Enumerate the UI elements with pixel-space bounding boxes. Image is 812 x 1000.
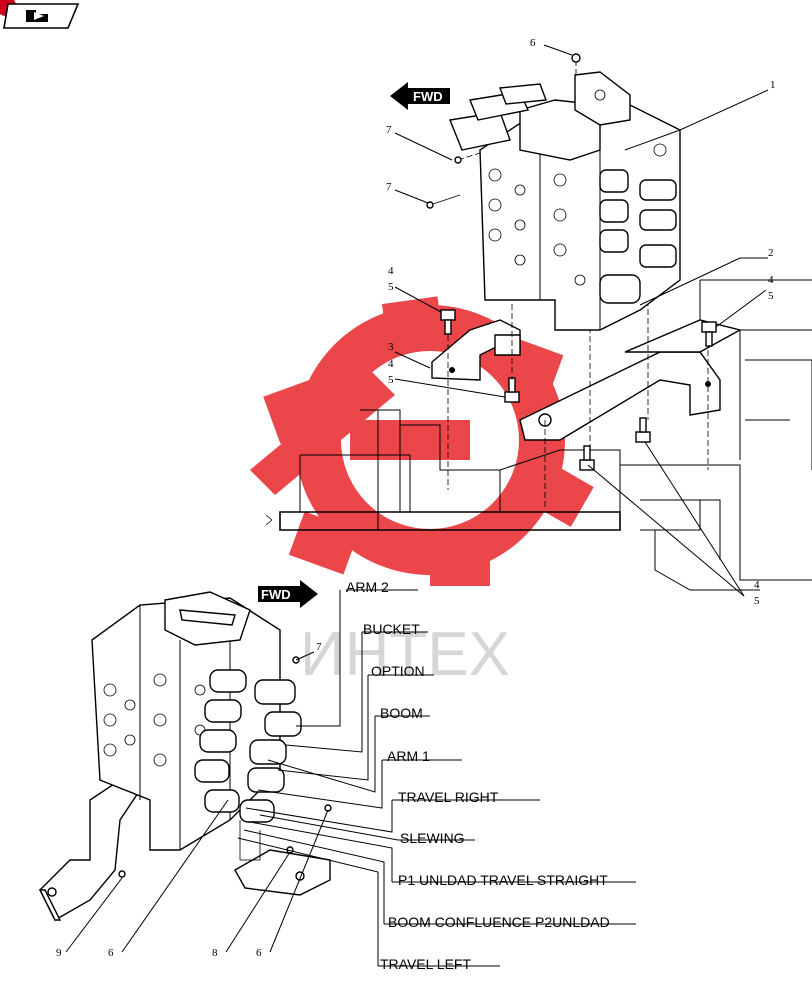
callout-2: 2 [768, 247, 774, 259]
leader-lines-bottom [237, 589, 636, 967]
fwd-arrow-top: FWD [390, 82, 450, 110]
leader-lines-callouts-bottom [65, 651, 329, 953]
fwd-arrow-bottom: FWD [258, 580, 318, 608]
svg-text:FWD: FWD [413, 89, 443, 104]
callout-4a: 4 [388, 265, 394, 277]
label-option: OPTION [371, 663, 425, 679]
label-slewing: SLEWING [400, 830, 465, 846]
label-arm-2: ARM 2 [346, 579, 389, 595]
label-boom-confluence-p2-unload: BOOM CONFLUENCE P2UNLDAD [388, 914, 610, 930]
callout-5a: 5 [388, 281, 394, 293]
callout-4b: 4 [388, 358, 394, 370]
callout-1: 1 [770, 79, 776, 91]
back-nav-button[interactable] [0, 0, 80, 29]
callout-6b: 6 [108, 947, 114, 959]
callout-5c: 5 [768, 290, 774, 302]
label-travel-left: TRAVEL LEFT [380, 956, 471, 972]
label-arm-1: ARM 1 [387, 748, 430, 764]
control-valve-top [426, 53, 681, 331]
return-arrow-icon [26, 10, 48, 22]
label-bucket: BUCKET [363, 621, 420, 637]
section-labels: ARM 2 BUCKET OPTION BOOM ARM 1 TRAVEL RI… [346, 579, 610, 972]
label-boom: BOOM [380, 705, 423, 721]
control-valve-bottom [91, 591, 332, 878]
watermark-logo: ИНТЕХ [250, 296, 594, 689]
callout-7a: 7 [386, 124, 392, 136]
callout-5d: 5 [754, 595, 760, 607]
callout-numbers: 1 2 3 4 5 4 5 4 5 4 5 6 7 7 7 9 6 8 6 [56, 37, 776, 959]
small-bracket [431, 319, 521, 381]
callout-6a: 6 [530, 37, 536, 49]
callout-7c: 7 [316, 641, 322, 653]
callout-6c: 6 [256, 947, 262, 959]
label-travel-right: TRAVEL RIGHT [398, 789, 499, 805]
callout-4c: 4 [768, 274, 774, 286]
callout-9: 9 [56, 947, 62, 959]
svg-text:FWD: FWD [261, 587, 291, 602]
callout-5b: 5 [388, 374, 394, 386]
callout-3: 3 [388, 341, 394, 353]
callout-7b: 7 [386, 181, 392, 193]
label-p1-unload-travel-straight: P1 UNLDAD TRAVEL STRAIGHT [398, 872, 608, 888]
bolt-group-top [440, 309, 717, 471]
leader-lines-top [394, 44, 769, 597]
callout-4d: 4 [754, 579, 760, 591]
callout-8: 8 [212, 947, 218, 959]
